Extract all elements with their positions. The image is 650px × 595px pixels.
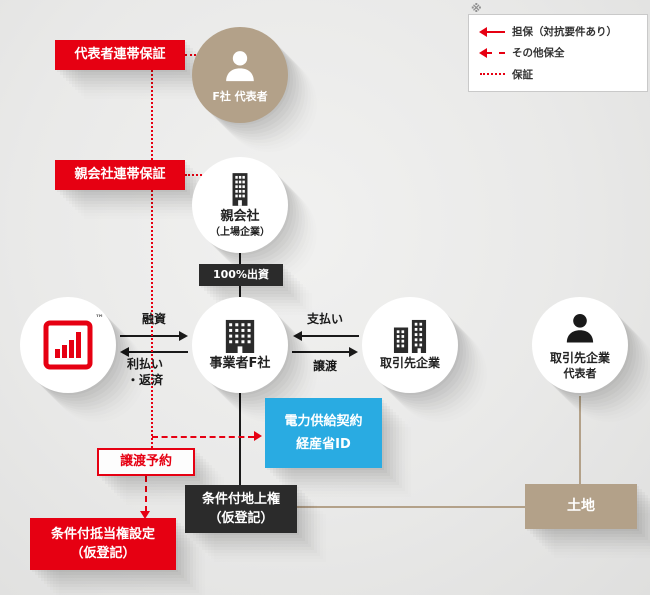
contract-preservation-line — [152, 436, 254, 438]
guarantee-spine-upper — [151, 70, 153, 160]
repayment-label-line1: 利払い — [127, 357, 164, 371]
building-icon — [225, 319, 255, 353]
mortgage-box: 条件付抵当権設定 （仮登記） — [30, 518, 176, 570]
power-contract-line1: 電力供給契約 — [284, 413, 363, 429]
loan-label: 融資 — [142, 312, 167, 326]
mortgage-preservation-line — [145, 476, 147, 512]
building-icon — [232, 172, 248, 206]
surface-right-box: 条件付地上権 （仮登記） — [185, 485, 297, 533]
repayment-arrow-line — [129, 351, 188, 353]
legend-label: 保証 — [512, 68, 533, 81]
transfer-label: 譲渡 — [313, 359, 338, 373]
node-label: F社 代表者 — [212, 89, 268, 103]
mortgage-preservation-arrowhead-icon — [140, 511, 150, 519]
payment-label: 支払い — [307, 312, 344, 326]
f-representative-node: F社 代表者 — [192, 27, 288, 123]
legend-label: 担保（対抗要件あり） — [512, 26, 617, 39]
legend-label: その他保全 — [512, 47, 565, 60]
land-surface-line — [297, 506, 525, 508]
repayment-arrowhead-icon — [120, 347, 129, 357]
node-label: 事業者F社 — [209, 355, 271, 371]
loan-arrow-line — [120, 335, 179, 337]
node-sublabel: （上場企業） — [210, 227, 270, 239]
legend-item-collateral: 担保（対抗要件あり） — [479, 24, 637, 39]
person-icon — [226, 51, 254, 82]
mortgage-line2: （仮登記） — [70, 546, 136, 561]
repayment-label-line2: ・返済 — [127, 373, 164, 387]
guarantee-spine-lower — [151, 190, 153, 448]
parent-guarantee-connector — [185, 174, 202, 176]
lender-node — [20, 297, 116, 393]
representative-guarantee-label: 代表者連帯保証 — [55, 40, 185, 70]
payment-arrowhead-icon — [293, 331, 302, 341]
transfer-reservation-box: 譲渡予約 — [97, 448, 195, 476]
buildings-icon — [393, 320, 427, 354]
node-sublabel: 代表者 — [563, 367, 597, 381]
dashed-arrow-icon — [479, 47, 505, 58]
operator-node: 事業者F社 — [192, 297, 288, 393]
legend-note-mark: ※ — [471, 2, 482, 15]
land-box: 土地 — [525, 484, 637, 529]
equity-label: 100%出資 — [199, 264, 283, 286]
parent-company-node: 親会社 （上場企業） — [192, 157, 288, 253]
mortgage-line1: 条件付抵当権設定 — [50, 526, 155, 542]
transfer-arrow-line — [292, 351, 349, 353]
legend-item-guarantee: 保証 — [479, 67, 637, 82]
node-label: 取引先企業 — [379, 356, 440, 371]
power-contract-line2: 経産省ID — [296, 437, 351, 452]
parent-guarantee-label: 親会社連帯保証 — [55, 160, 185, 190]
node-label: 親会社 — [220, 208, 260, 224]
client-representative-node: 取引先企業 代表者 — [532, 297, 628, 393]
legend-item-other-preservation: その他保全 — [479, 45, 637, 60]
payment-arrow-line — [302, 335, 359, 337]
surface-right-line2: （仮登記） — [208, 511, 274, 526]
node-label: 取引先企業 — [549, 350, 610, 365]
surface-right-line — [239, 393, 241, 485]
rep-guarantee-connector — [185, 54, 196, 56]
land-owner-line — [579, 396, 581, 485]
dotted-line-icon — [479, 69, 505, 79]
bank-chart-logo-icon — [43, 320, 93, 370]
legend: 担保（対抗要件あり） その他保全 保証 — [468, 14, 648, 92]
client-node: 取引先企業 — [362, 297, 458, 393]
power-contract-box: 電力供給契約 経産省ID — [265, 398, 382, 468]
person-icon — [566, 313, 594, 343]
trademark-mark: ™ — [95, 314, 104, 324]
transfer-arrowhead-icon — [349, 347, 358, 357]
contract-preservation-arrowhead-icon — [254, 431, 262, 441]
surface-right-line1: 条件付地上権 — [201, 491, 280, 507]
loan-arrowhead-icon — [179, 331, 188, 341]
solid-arrow-icon — [479, 26, 505, 37]
